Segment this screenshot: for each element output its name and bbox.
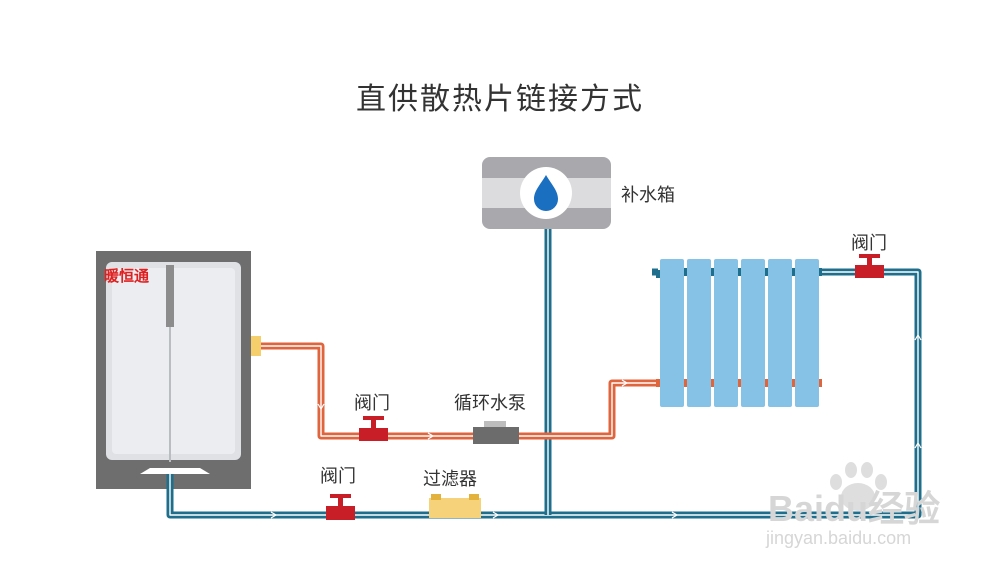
circulation-pump-label: 循环水泵: [454, 393, 526, 414]
brand-label: 暖恒通: [104, 267, 150, 285]
boiler-cabinet-icon: [96, 251, 261, 489]
valve-icon: [855, 254, 884, 278]
valve-icon: [326, 494, 355, 520]
return-valve-label: 阀门: [320, 466, 356, 487]
baidu-paw-icon: [830, 462, 887, 511]
radiator-valve-label: 阀门: [851, 233, 887, 254]
flow-arrows: [270, 333, 922, 519]
supply-valve-label: 阀门: [354, 393, 390, 414]
filter-icon: [429, 494, 481, 518]
supply-pipe: [261, 342, 660, 440]
watermark-sub: jingyan.baidu.com: [766, 528, 912, 548]
makeup-water-tank-label: 补水箱: [621, 185, 675, 206]
pump-icon: [473, 421, 519, 444]
makeup-water-tank: [482, 157, 611, 229]
filter-label: 过滤器: [423, 469, 477, 490]
return-pipe: [166, 226, 922, 519]
diagram-title: 直供散热片链接方式: [356, 82, 644, 117]
water-drop-icon: [534, 175, 558, 211]
watermark-main: Baidu经验: [768, 488, 941, 529]
valve-icon: [359, 416, 388, 441]
radiator-icon: [656, 259, 822, 407]
